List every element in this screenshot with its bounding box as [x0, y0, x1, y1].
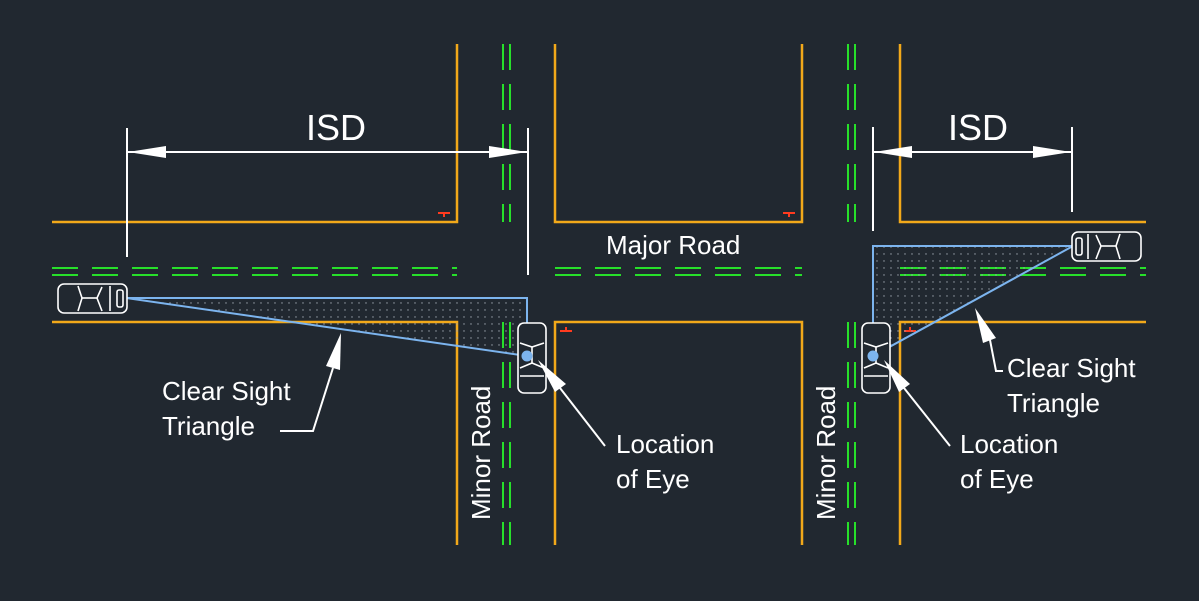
- vehicle-major-road-left-icon: [57, 283, 128, 314]
- location-of-eye-label-right-line1: Location: [960, 429, 1059, 459]
- arrowhead-icon: [326, 333, 341, 370]
- leader-eye-right: [884, 360, 951, 447]
- curb-left-top: [52, 44, 459, 224]
- isd-label-right: ISD: [948, 107, 1009, 148]
- arrowhead-icon: [975, 308, 996, 343]
- curb-middle-bottom: [553, 320, 804, 545]
- location-of-eye-label-left-line2: of Eye: [616, 464, 690, 494]
- clear-sight-triangle-label-left-line2: Triangle: [162, 411, 255, 441]
- arrowhead-icon: [1033, 146, 1071, 158]
- minor-road-label-left: Minor Road: [466, 385, 496, 520]
- curb-middle-top: [553, 44, 804, 224]
- isd-dimension-right: [872, 127, 1073, 231]
- minor-road-label-right: Minor Road: [811, 385, 841, 520]
- stop-sign-marker-icon: [560, 327, 572, 332]
- stop-sign-marker-icon: [783, 212, 795, 217]
- clear-sight-triangle-label-right-line2: Triangle: [1007, 388, 1100, 418]
- isd-label-left: ISD: [306, 107, 367, 148]
- location-of-eye-label-right-line2: of Eye: [960, 464, 1034, 494]
- leader-clear-sight-right: [975, 308, 1003, 372]
- clear-sight-triangle-left: [125, 297, 528, 358]
- arrowhead-icon: [884, 360, 910, 392]
- arrowhead-icon: [538, 360, 566, 392]
- leader-line: [989, 339, 1003, 372]
- leader-eye-left: [538, 360, 606, 447]
- eye-location-point-right: [867, 350, 879, 362]
- major-road-label: Major Road: [606, 230, 741, 260]
- arrowhead-icon: [128, 146, 166, 158]
- clear-sight-triangle-right: [872, 245, 1074, 357]
- leader-line: [903, 387, 951, 447]
- sight-triangle-outline: [872, 245, 1074, 357]
- isd-dimension-left: [126, 128, 529, 275]
- centerlines: [52, 44, 1146, 545]
- leader-clear-sight-left: [280, 333, 341, 432]
- curb-right-top: [898, 44, 1146, 224]
- clear-sight-triangle-label-left-line1: Clear Sight: [162, 376, 291, 406]
- stop-sign-marker-icon: [438, 212, 450, 217]
- clear-sight-triangle-label-right-line1: Clear Sight: [1007, 353, 1136, 383]
- leader-line: [559, 387, 606, 447]
- location-of-eye-label-left-line1: Location: [616, 429, 715, 459]
- arrowhead-icon: [874, 146, 912, 158]
- eye-location-point-left: [521, 350, 533, 362]
- arrowhead-icon: [489, 146, 527, 158]
- leader-line: [280, 367, 334, 432]
- vehicle-major-road-right-icon: [1071, 231, 1142, 262]
